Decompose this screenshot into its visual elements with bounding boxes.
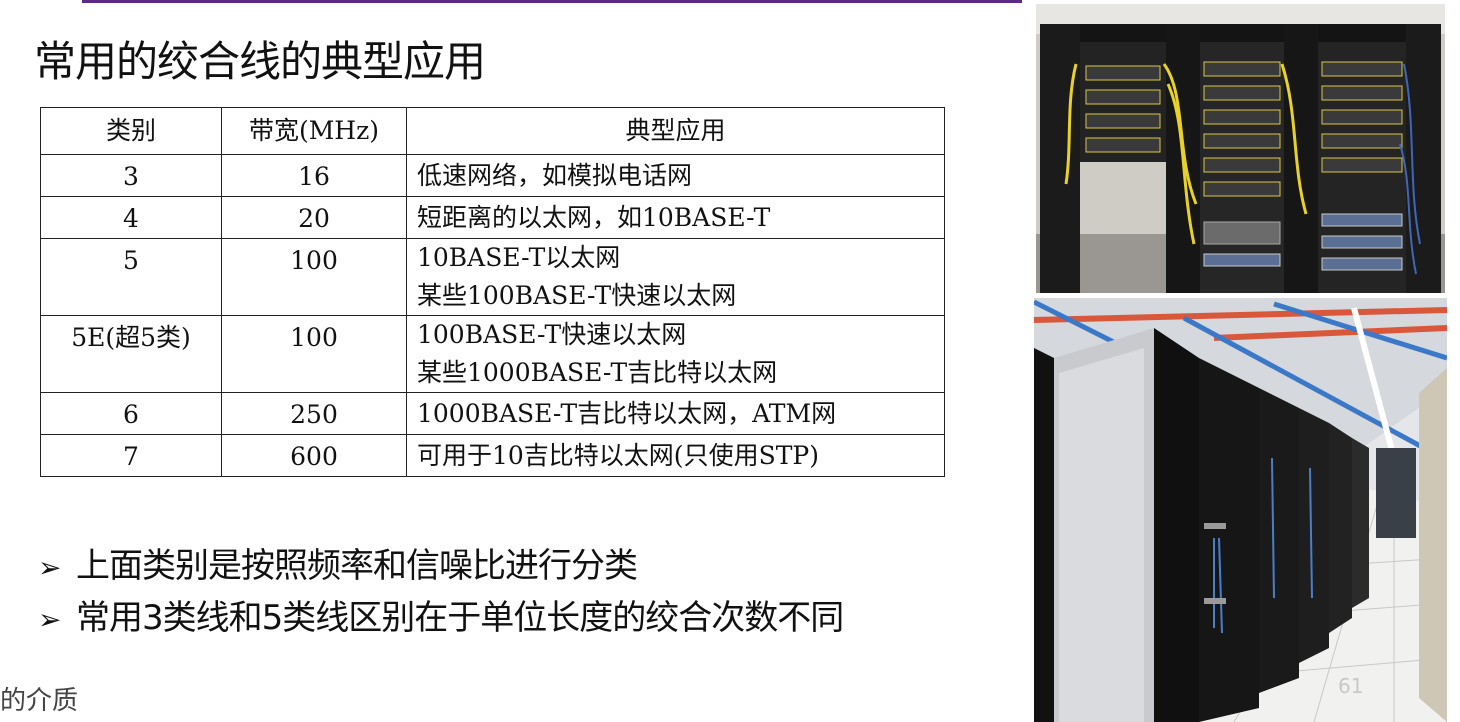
cell-bandwidth: 250 xyxy=(221,392,407,435)
table-row: 4 20 短距离的以太网，如10BASE-T xyxy=(40,196,945,239)
cell-application: 1000BASE-T吉比特以太网，ATM网 xyxy=(406,392,945,435)
application-line: 1000BASE-T吉比特以太网，ATM网 xyxy=(417,398,837,428)
bullet-text: 上面类别是按照频率和信噪比进行分类 xyxy=(76,546,638,586)
bullet-item: ➢ 上面类别是按照频率和信噪比进行分类 xyxy=(38,540,843,592)
table-row: 3 16 低速网络，如模拟电话网 xyxy=(40,154,945,197)
cell-bandwidth: 600 xyxy=(221,434,407,477)
application-line: 100BASE-T快速以太网 xyxy=(417,320,687,349)
table-row: 5E(超5类) 100 100BASE-T快速以太网 某些1000BASE-T吉… xyxy=(40,315,945,393)
slide-title: 常用的绞合线的典型应用 xyxy=(34,37,486,86)
bullet-list: ➢ 上面类别是按照频率和信噪比进行分类 ➢ 常用3类线和5类线区别在于单位长度的绞合… xyxy=(38,540,844,644)
bullet-text: 常用3类线和5类线区别在于单位长度的绞合次数不同 xyxy=(76,598,844,638)
arrow-bullet-icon: ➢ xyxy=(38,551,61,584)
application-line: 某些100BASE-T快速以太网 xyxy=(417,281,737,310)
table-row: 5 100 10BASE-T以太网 某些100BASE-T快速以太网 xyxy=(40,238,945,316)
cell-bandwidth: 20 xyxy=(221,196,407,239)
cell-category: 6 xyxy=(40,392,222,435)
data-center-aisle-photo xyxy=(1034,298,1447,722)
cell-category: 7 xyxy=(40,434,222,477)
cell-application: 可用于10吉比特以太网(只使用STP) xyxy=(406,434,945,477)
cell-category: 4 xyxy=(40,196,222,239)
cell-category: 5E(超5类) xyxy=(40,315,222,393)
top-accent-rule xyxy=(82,0,1022,3)
patch-panel-racks-photo xyxy=(1036,4,1445,293)
table-row: 6 250 1000BASE-T吉比特以太网，ATM网 xyxy=(40,392,945,435)
cable-category-table: 类别 带宽(MHz) 典型应用 3 16 低速网络，如模拟电话网 4 20 短距… xyxy=(40,107,945,477)
application-line: 短距离的以太网，如10BASE-T xyxy=(417,202,771,232)
header-bandwidth: 带宽(MHz) xyxy=(221,107,407,155)
cell-category: 3 xyxy=(40,154,222,197)
cell-bandwidth: 16 xyxy=(221,154,407,197)
footer-section-label: 的介质 xyxy=(0,686,79,716)
cell-category: 5 xyxy=(40,238,222,316)
application-line: 某些1000BASE-T吉比特以太网 xyxy=(417,358,778,387)
cell-bandwidth: 100 xyxy=(221,315,407,393)
application-line: 低速网络，如模拟电话网 xyxy=(417,160,693,190)
table-row: 7 600 可用于10吉比特以太网(只使用STP) xyxy=(40,434,945,477)
header-category: 类别 xyxy=(40,107,222,155)
cell-application: 10BASE-T以太网 某些100BASE-T快速以太网 xyxy=(406,238,945,316)
arrow-bullet-icon: ➢ xyxy=(38,603,61,636)
cell-application: 100BASE-T快速以太网 某些1000BASE-T吉比特以太网 xyxy=(406,315,945,393)
application-line: 可用于10吉比特以太网(只使用STP) xyxy=(417,440,819,470)
page-number: 61 xyxy=(1338,674,1364,698)
cell-bandwidth: 100 xyxy=(221,238,407,316)
cell-application: 短距离的以太网，如10BASE-T xyxy=(406,196,945,239)
table-header-row: 类别 带宽(MHz) 典型应用 xyxy=(40,107,945,155)
header-application: 典型应用 xyxy=(406,107,945,155)
bullet-item: ➢ 常用3类线和5类线区别在于单位长度的绞合次数不同 xyxy=(38,592,844,644)
application-line: 10BASE-T以太网 xyxy=(417,243,621,272)
cell-application: 低速网络，如模拟电话网 xyxy=(406,154,945,197)
